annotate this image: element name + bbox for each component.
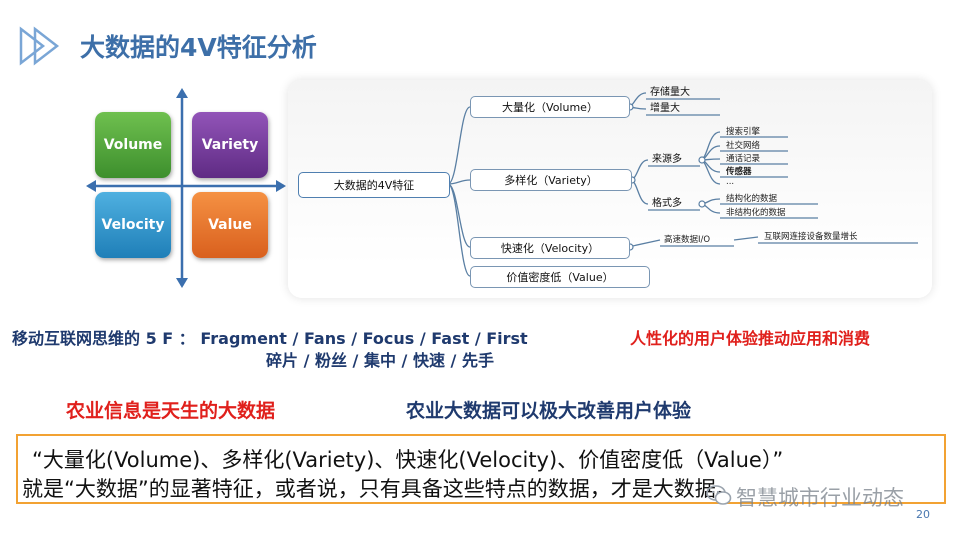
five-f-line1: 移动互联网思维的 5 F ： Fragment / Fans / Focus /… <box>12 329 528 348</box>
mindmap-source-item: 传感器 <box>726 167 752 177</box>
quote-line1: “大量化(Volume)、多样化(Variety)、快速化(Velocity)、… <box>32 448 784 472</box>
mindmap-source-item: 搜索引擎 <box>726 127 761 137</box>
mindmap-variety-sources: 来源多 <box>652 154 682 165</box>
watermark-text: 智慧城市行业动态 <box>736 486 904 510</box>
mindmap-variety-node: 多样化（Variety） <box>470 169 632 191</box>
mindmap-source-item: 社交网络 <box>726 141 761 151</box>
mindmap-root-node: 大数据的4V特征 <box>298 172 450 198</box>
mindmap-source-item: 通话记录 <box>726 154 761 164</box>
mindmap-volume-node: 大量化（Volume） <box>470 96 630 118</box>
mindmap-volume-leaf: 增量大 <box>650 103 680 114</box>
mindmap-variety-formats: 格式多 <box>652 198 682 209</box>
mindmap-format-item: 结构化的数据 <box>726 194 778 204</box>
quadrant-value: Value <box>192 192 268 258</box>
mindmap-value-node: 价值密度低（Value） <box>470 266 650 288</box>
title-arrow-icon <box>18 26 66 66</box>
mindmap-format-item: 非结构化的数据 <box>726 208 786 218</box>
page-title: 大数据的4V特征分析 <box>80 33 317 62</box>
mindmap-panel: 大数据的4V特征 大量化（Volume） 多样化（Variety） 快速化（Ve… <box>288 80 932 298</box>
mindmap-connectors <box>447 92 918 277</box>
quadrant-volume: Volume <box>95 112 171 178</box>
wechat-icon <box>706 484 732 506</box>
mindmap-volume-leaf: 存储量大 <box>650 87 690 98</box>
mindmap-source-item: ... <box>726 177 735 187</box>
five-f-line2: 碎片 / 粉丝 / 集中 / 快速 / 先手 <box>266 351 494 370</box>
page-number: 20 <box>916 508 930 521</box>
mindmap-velocity-io: 高速数据I/O <box>664 235 711 245</box>
agri-left-text: 农业信息是天生的大数据 <box>66 400 276 422</box>
quote-box: “大量化(Volume)、多样化(Variety)、快速化(Velocity)、… <box>16 434 946 504</box>
agri-right-text: 农业大数据可以极大改善用户体验 <box>406 400 692 422</box>
quadrant-variety: Variety <box>192 112 268 178</box>
quadrant-diagram: Volume Variety Velocity Value <box>86 88 286 288</box>
quote-line2: 就是“大数据”的显著特征，或者说，只有具备这些特点的数据，才是大数据。 <box>22 477 737 501</box>
user-experience-note: 人性化的用户体验推动应用和消费 <box>630 329 871 348</box>
mindmap-velocity-node: 快速化（Velocity） <box>470 237 630 259</box>
mindmap-velocity-leaf: 互联网连接设备数量增长 <box>764 232 858 242</box>
quadrant-velocity: Velocity <box>95 192 171 258</box>
